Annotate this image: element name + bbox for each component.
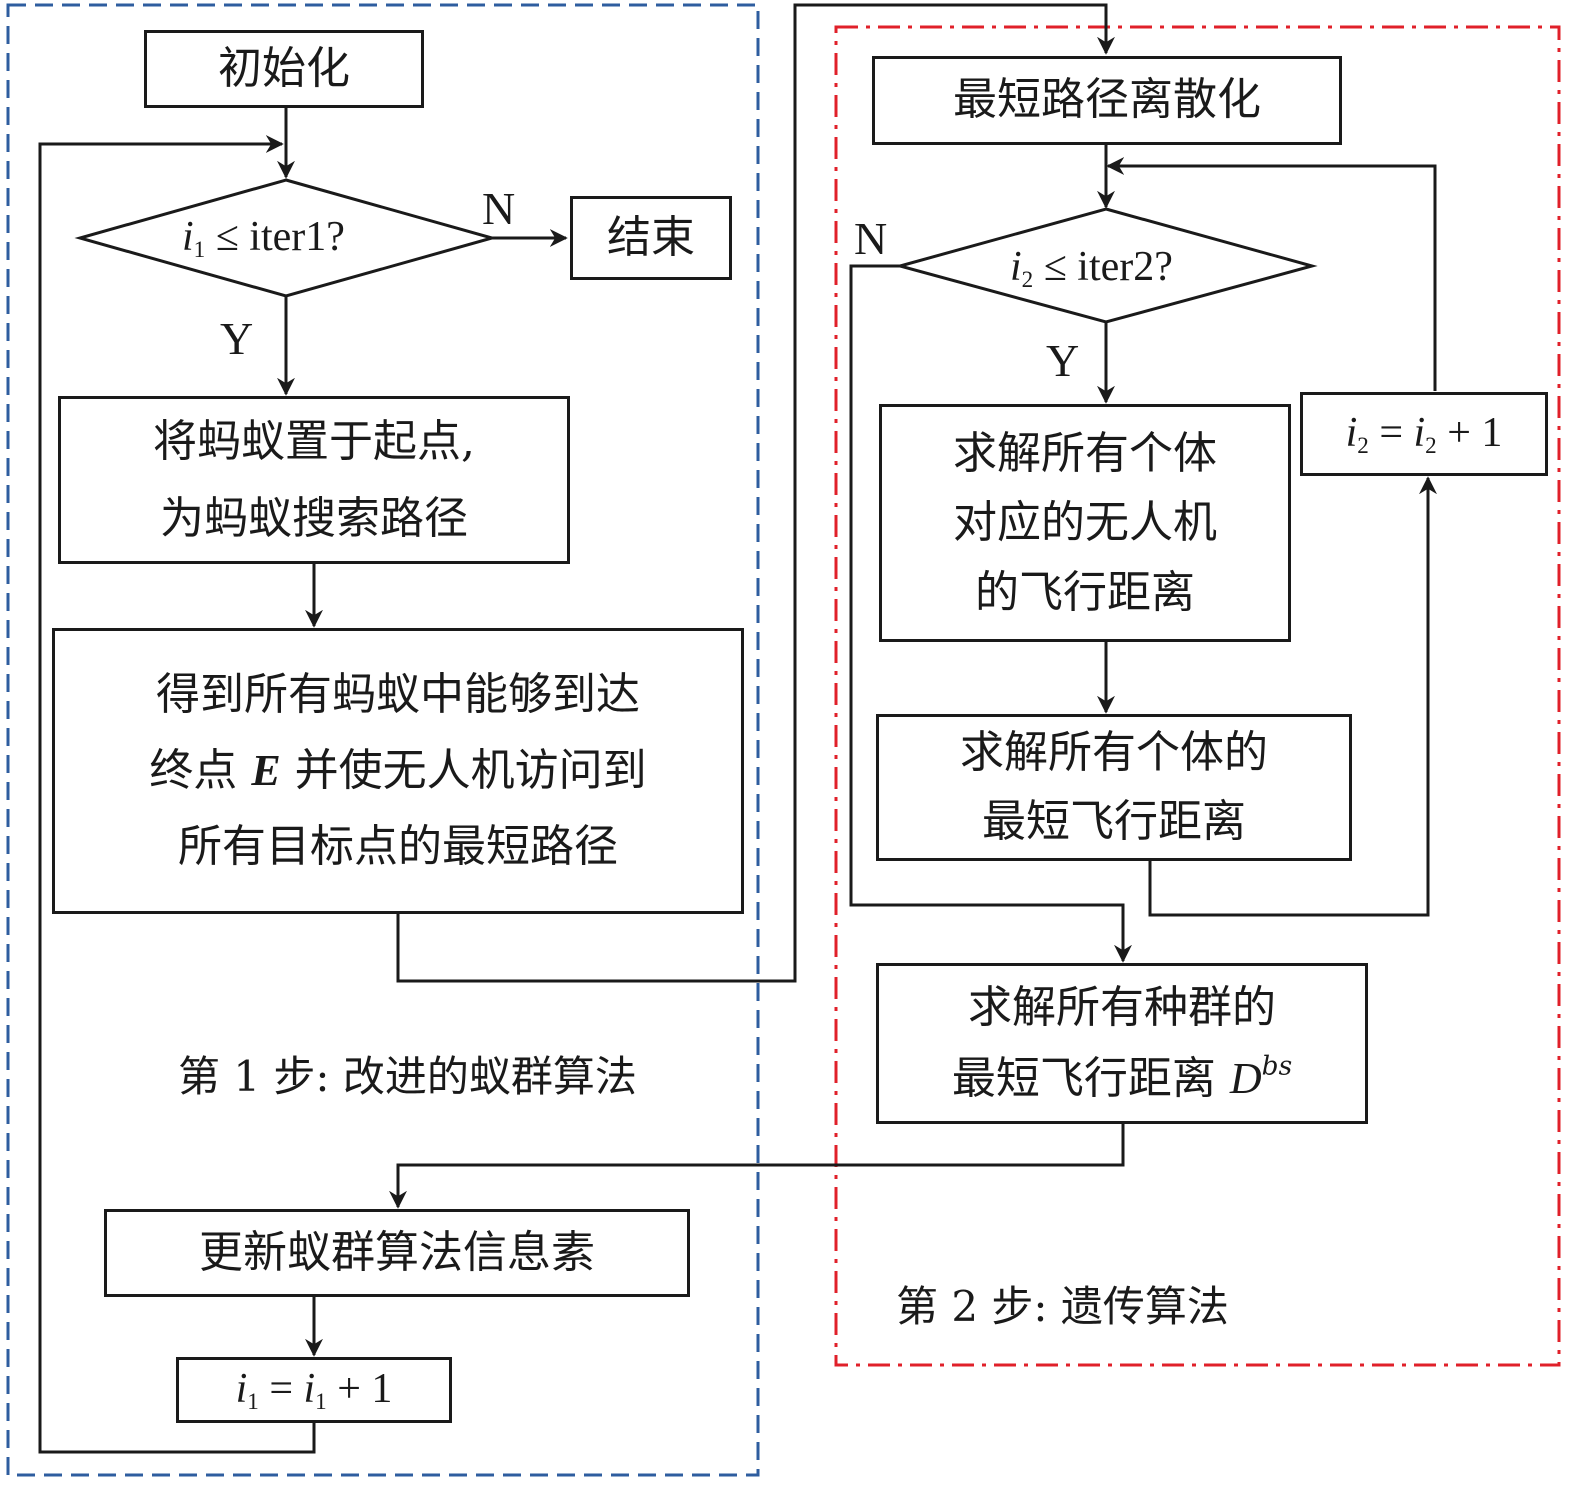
arrow-incr2-to-cond2	[1106, 157, 1437, 391]
init-box: 初始化	[144, 30, 424, 108]
individual-min-line1: 求解所有个体的	[960, 727, 1268, 779]
decision2-no-label: N	[854, 213, 888, 264]
solve-distance-line1: 求解所有个体	[953, 427, 1217, 479]
population-min-line2: 最短飞行距离 Dbs	[951, 1050, 1293, 1104]
update-pheromone-box: 更新蚁群算法信息素	[104, 1209, 690, 1297]
population-min-line1: 求解所有种群的	[968, 982, 1276, 1034]
increment1-formula: i1 = i1 + 1	[235, 1366, 393, 1415]
solve-distance-line2: 对应的无人机	[953, 497, 1217, 549]
decision2-diamond	[894, 207, 1318, 324]
step1-group-border	[6, 3, 760, 1477]
individual-min-box: 求解所有个体的 最短飞行距离	[876, 714, 1352, 861]
step2-caption: 第 2 步: 遗传算法	[896, 1282, 1229, 1331]
end-label: 结束	[607, 211, 695, 263]
decision1-no-label: N	[482, 183, 516, 234]
solve-distance-line3: 的飞行距离	[975, 566, 1195, 618]
end-box: 结束	[570, 196, 732, 280]
arrow-incr1-to-cond1	[38, 135, 316, 1454]
arrow-cond2-to-pop	[849, 264, 1132, 963]
discretize-box: 最短路径离散化	[872, 56, 1342, 145]
solve-distance-box: 求解所有个体 对应的无人机 的飞行距离	[879, 404, 1291, 642]
increment1-box: i1 = i1 + 1	[176, 1357, 452, 1423]
discretize-label: 最短路径离散化	[953, 74, 1261, 126]
decision1-condition: i1 ≤ iter1?	[182, 214, 345, 262]
arrow-pop-to-update	[389, 1122, 1125, 1209]
place-ants-line2: 为蚂蚁搜索路径	[160, 493, 468, 544]
place-ants-box: 将蚂蚁置于起点, 为蚂蚁搜索路径	[58, 396, 570, 564]
increment2-formula: i2 = i2 + 1	[1345, 410, 1503, 459]
best-path-box: 得到所有蚂蚁中能够到达 终点 E 并使无人机访问到 所有目标点的最短路径	[52, 628, 744, 914]
init-label: 初始化	[218, 42, 350, 94]
step1-caption: 第 1 步: 改进的蚁群算法	[178, 1052, 637, 1101]
best-path-line2: 终点 E 并使无人机访问到	[149, 745, 647, 797]
population-min-box: 求解所有种群的 最短飞行距离 Dbs	[876, 963, 1368, 1124]
update-pheromone-label: 更新蚁群算法信息素	[199, 1226, 595, 1278]
increment2-box: i2 = i2 + 1	[1300, 392, 1548, 476]
decision2-yes-label: Y	[1046, 335, 1080, 386]
best-path-line1: 得到所有蚂蚁中能够到达	[156, 669, 640, 721]
arrow-best-to-discretize	[396, 3, 1115, 983]
place-ants-line1: 将蚂蚁置于起点,	[153, 416, 475, 467]
step2-group-border	[834, 25, 1561, 1367]
decision1-yes-label: Y	[220, 313, 254, 364]
individual-min-line2: 最短飞行距离	[982, 795, 1246, 847]
best-path-line3: 所有目标点的最短路径	[178, 820, 618, 872]
decision1-diamond	[74, 178, 498, 298]
decision2-condition: i2 ≤ iter2?	[1010, 244, 1173, 292]
arrow-indiv-to-incr2	[1148, 476, 1437, 917]
